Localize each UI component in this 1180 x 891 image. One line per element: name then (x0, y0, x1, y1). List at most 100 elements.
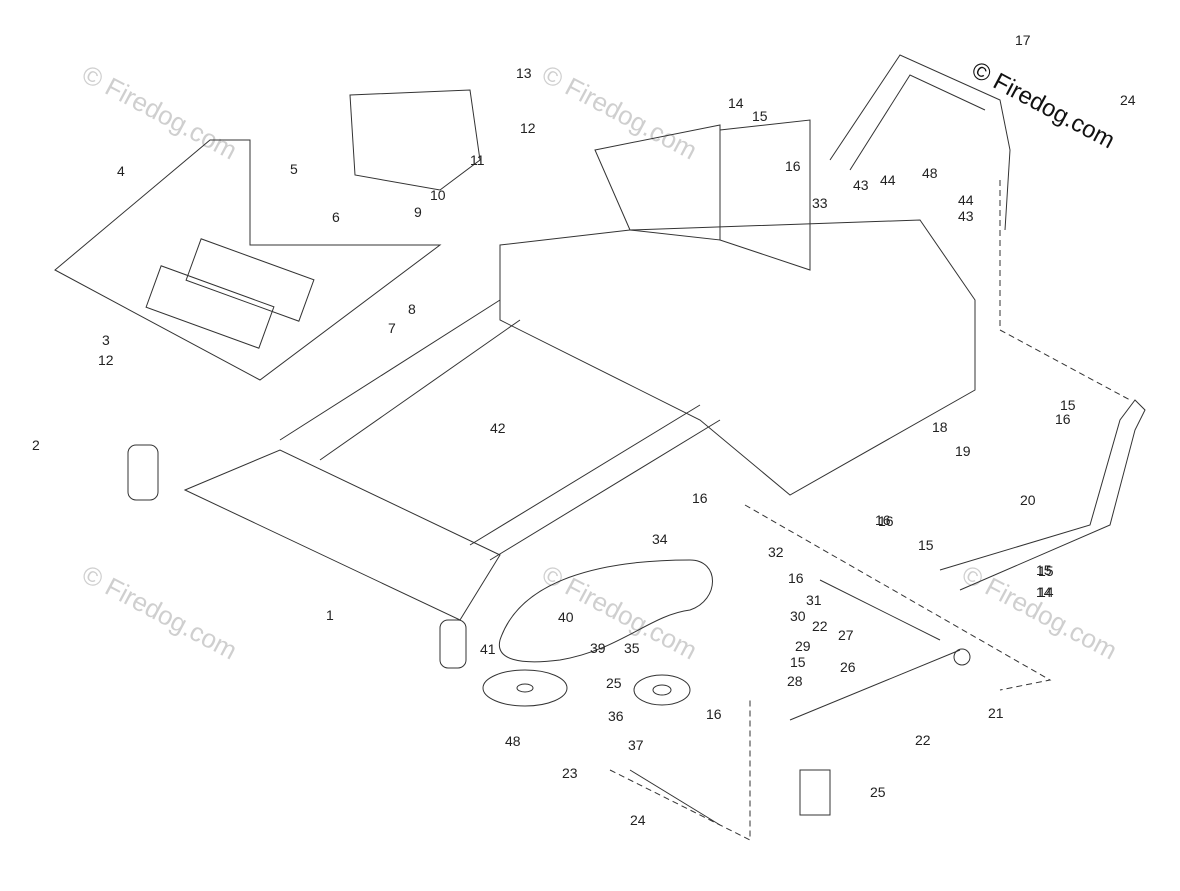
callout-22-mid: 22 (812, 618, 828, 634)
callout-44-right: 44 (958, 192, 974, 208)
callout-15-right: 15 (1060, 397, 1076, 413)
callout-9: 9 (414, 204, 422, 220)
callout-14: 14 (728, 95, 744, 111)
axle-26 (789, 649, 961, 721)
callout-26: 26 (840, 659, 856, 675)
handle-bar (829, 54, 1011, 231)
callout-48-low: 48 (505, 733, 521, 749)
callout-6: 6 (332, 209, 340, 225)
callout-16-mid: 16 (875, 512, 891, 528)
callout-16-right: 16 (1055, 411, 1071, 427)
left-rail-bottom (319, 319, 521, 461)
callout-35: 35 (624, 640, 640, 656)
callout-4: 4 (117, 163, 125, 179)
callout-16-c: 16 (878, 513, 894, 529)
callout-3-12: 12 (98, 352, 114, 368)
right-rail-top (489, 419, 721, 561)
callout-22-low: 22 (915, 732, 931, 748)
watermark-corner: © Firedog.com (967, 56, 1119, 154)
callout-18: 18 (932, 419, 948, 435)
watermark-3: © Firedog.com (77, 559, 242, 666)
front-deck-plate (183, 449, 501, 621)
callout-43: 43 (853, 177, 869, 193)
pulley-36-hub (652, 684, 672, 696)
callout-16-b: 16 (788, 570, 804, 586)
callout-20: 20 (1020, 492, 1036, 508)
rod-24 (629, 769, 721, 826)
callout-24-top: 24 (1120, 92, 1136, 108)
callout-21: 21 (988, 705, 1004, 721)
callout-27: 27 (838, 627, 854, 643)
callout-36: 36 (608, 708, 624, 724)
frame-upright (719, 119, 811, 271)
callout-40: 40 (558, 609, 574, 625)
right-rail-bottom (469, 404, 701, 546)
callout-23: 23 (562, 765, 578, 781)
dashed-leader-2 (999, 180, 1131, 401)
callout-41: 41 (480, 641, 496, 657)
main-frame-body (499, 219, 976, 496)
callout-15-d: 15 (1038, 563, 1054, 579)
callout-12: 12 (520, 120, 536, 136)
callout-15-mid: 15 (790, 654, 806, 670)
floor-plate-slot-2 (145, 265, 275, 349)
callout-3: 3 (102, 332, 110, 348)
watermarks: © Firedog.com © Firedog.com © Firedog.co… (77, 56, 1122, 665)
callout-37: 37 (628, 737, 644, 753)
callout-29: 29 (795, 638, 811, 654)
drawing-lines (54, 54, 1146, 841)
left-rail-top (279, 299, 501, 441)
floor-plate (54, 139, 442, 381)
lower-bracket (799, 769, 831, 816)
callout-10: 10 (430, 187, 446, 203)
arm-20 (939, 399, 1146, 591)
callout-39: 39 (590, 640, 606, 656)
dashed-leader-3 (609, 700, 751, 841)
callout-48: 48 (922, 165, 938, 181)
bushing (953, 648, 971, 666)
callout-42: 42 (490, 420, 506, 436)
callout-16: 16 (785, 158, 801, 174)
callout-25: 25 (606, 675, 622, 691)
callout-43-right: 43 (958, 208, 974, 224)
callout-5: 5 (290, 161, 298, 177)
callout-8: 8 (408, 301, 416, 317)
drive-belt (498, 559, 713, 663)
callout-31: 31 (806, 592, 822, 608)
callout-17: 17 (1015, 32, 1031, 48)
callout-11: 11 (470, 152, 485, 168)
pulley-36 (633, 674, 691, 706)
callout-19: 19 (955, 443, 971, 459)
pulley-39-hub (516, 683, 534, 693)
callout-16-center: 16 (692, 490, 708, 506)
callout-24-low: 24 (630, 812, 646, 828)
callout-13: 13 (516, 65, 532, 81)
callout-28: 28 (787, 673, 803, 689)
axle-27 (819, 579, 941, 641)
floor-plate-slot-1 (185, 238, 315, 322)
callout-30: 30 (790, 608, 806, 624)
caster-tube-right (439, 619, 467, 669)
callout-16-low: 16 (706, 706, 722, 722)
callout-25-low: 25 (870, 784, 886, 800)
caster-tube-left (127, 444, 159, 501)
dashed-leader-1 (744, 504, 1052, 691)
watermark-1: © Firedog.com (77, 59, 242, 166)
callout-14-right: 14 (1036, 584, 1052, 600)
control-bracket (349, 89, 481, 191)
callout-14-d: 14 (1038, 584, 1054, 600)
callout-15-c: 15 (918, 537, 934, 553)
callout-15-lower: 15 (1036, 562, 1052, 578)
callout-7: 7 (388, 320, 396, 336)
callout-labels: 1 2 3 12 4 5 6 7 8 9 10 11 12 13 14 15 1… (32, 32, 1136, 828)
callout-1: 1 (326, 607, 334, 623)
watermark-2: © Firedog.com (537, 59, 702, 166)
callout-2: 2 (32, 437, 40, 453)
callout-15: 15 (752, 108, 768, 124)
pulley-39 (482, 669, 568, 707)
callout-44: 44 (880, 172, 896, 188)
callout-33: 33 (812, 195, 828, 211)
handle-bar-inner (849, 74, 986, 171)
